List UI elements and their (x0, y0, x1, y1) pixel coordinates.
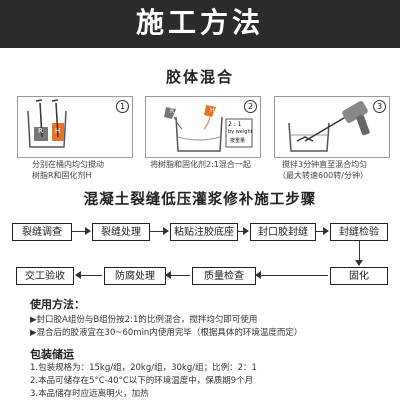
label-r: R (38, 127, 43, 135)
arrow-right-3 (238, 227, 249, 235)
usage-line-1: ▶封口胶A组份与B组份按2:1的比例混合，搅拌均匀即可使用 (30, 315, 258, 325)
step-quality-check: 质量检查 (192, 267, 256, 285)
label-h-2: H (210, 107, 215, 114)
arrow-left-3 (255, 271, 328, 279)
step-anticorrosion: 防腐处理 (104, 267, 166, 285)
arrow-right-1 (72, 227, 91, 235)
step-number-3: 3 (373, 100, 386, 113)
ratio-label: 2 : 1 (228, 121, 242, 128)
arrow-left-1 (75, 271, 102, 279)
mixing-panel-2: 2 R H 2 : 1 by weight 按重量 (145, 96, 261, 158)
page-title: 施工方法 (135, 6, 264, 39)
label-r-2: R (170, 108, 175, 115)
mixing-panel-1: 1 R H (17, 96, 133, 158)
step-curing: 固化 (330, 267, 388, 285)
header-bar: 施工方法 (0, 0, 400, 48)
step-number-2: 2 (244, 100, 257, 113)
panel-1-caption-line1: 分别在桶内均匀搅动 (32, 160, 104, 169)
panel-3-caption-line1: 搅拌3分钟直至混合均匀 (282, 160, 368, 169)
storage-title: 包装储运 (30, 348, 74, 361)
step-acceptance: 交工验收 (16, 267, 74, 285)
steps-title: 混凝土裂缝低压灌浆修补施工步骤 (83, 192, 317, 208)
step-crack-survey: 裂缝调查 (12, 223, 72, 241)
arrow-right-4 (316, 227, 329, 235)
arrow-right-2 (150, 227, 169, 235)
storage-line-2: 2.本品可储存在5°C-40°C以下的环境温度中，保质期9个月 (30, 376, 254, 386)
step-paste-base: 粘贴注胶底座 (170, 223, 238, 241)
storage-line-3: 3.本品储存时应远离明火，加热 (30, 389, 149, 399)
mixing-illustration-3 (288, 101, 370, 152)
storage-line-1: 1.包装规格为：15kg/组，20kg/组，30kg/组；比例：2：1 (30, 363, 257, 373)
step-crack-treatment: 裂缝处理 (92, 223, 150, 241)
mixing-panel-3: 3 (274, 96, 390, 158)
arrow-left-2 (165, 271, 190, 279)
usage-title: 使用方法： (30, 298, 85, 311)
ratio-note-2: 按重量 (230, 138, 246, 144)
mixing-illustration-1 (27, 99, 67, 148)
panel-3-caption-line2: （最大转速600转/分钟） (278, 171, 368, 180)
step-number-1: 1 (116, 100, 129, 113)
mixing-title: 胶体混合 (165, 68, 234, 86)
arrow-down (355, 241, 363, 266)
step-seal-inspection: 封缝检验 (330, 223, 388, 241)
panel-1-caption-line2: 树脂R和固化剂H (32, 171, 92, 180)
label-h: H (55, 127, 61, 135)
mixing-illustration-2 (164, 105, 253, 152)
ratio-note-1: by weight (228, 129, 253, 135)
usage-line-2: ▶混合后的胶液宜在30~60min内使用完毕（根据具体的环境温度而定） (30, 328, 303, 338)
panel-2-caption: 将树脂和固化剂2:1混合一起 (150, 160, 251, 169)
step-seal-crack: 封口胶封缝 (250, 223, 316, 241)
